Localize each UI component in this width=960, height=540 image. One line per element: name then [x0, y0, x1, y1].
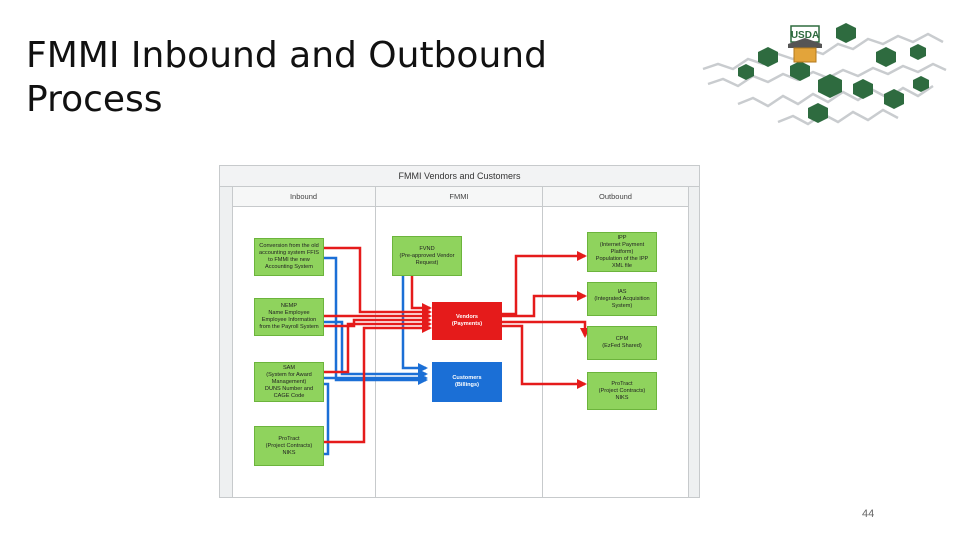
- blue-arrow: [324, 320, 428, 379]
- slide-title: FMMI Inbound and Outbound Process: [26, 35, 547, 120]
- inbound-box-ffis-conversion: Conversion from the old accounting syste…: [254, 238, 324, 276]
- inbound-box-nemp: NEMP Name Employee Employee Information …: [254, 298, 324, 336]
- inbound-box-sam: SAM (System for Award Management) DUNS N…: [254, 362, 324, 402]
- outbound-box-cpm: CPM (EzFed Shared): [587, 326, 657, 360]
- red-arrow: [502, 291, 587, 318]
- red-arrow: [502, 251, 587, 316]
- fmmi-diagram: FMMI Vendors and Customers Inbound FMMI …: [219, 165, 700, 498]
- lane-header-inbound: Inbound: [232, 187, 375, 207]
- diagram-title: FMMI Vendors and Customers: [220, 166, 699, 187]
- outbound-box-protract: ProTract (Project Contracts) NIKS: [587, 372, 657, 410]
- red-arrow: [324, 246, 432, 317]
- fmmi-box-vendors: Vendors (Payments): [432, 302, 502, 340]
- lane-divider: [688, 187, 689, 497]
- blue-arrow: [324, 256, 428, 385]
- usda-honeycomb-logo: USDA: [702, 23, 947, 126]
- lane-divider: [232, 187, 233, 497]
- red-arrow: [502, 324, 587, 389]
- flow-arrows: [324, 246, 590, 456]
- lane-header-fmmi: FMMI: [376, 187, 542, 207]
- inbound-box-protract: ProTract (Project Contracts) NIKS: [254, 426, 324, 466]
- lane-divider: [375, 187, 376, 497]
- lane-header-outbound: Outbound: [543, 187, 688, 207]
- outbound-box-ias: IAS (Integrated Acquisition System): [587, 282, 657, 316]
- outbound-box-ipp: IPP (Internet Payment Platform) Populati…: [587, 232, 657, 272]
- red-arrow: [324, 319, 432, 374]
- red-arrow: [410, 276, 432, 313]
- red-arrow: [502, 320, 590, 338]
- page-number: 44: [862, 508, 875, 520]
- fmmi-box-customers: Customers (Billings): [432, 362, 502, 402]
- blue-arrow: [401, 276, 428, 373]
- blue-arrow: [324, 382, 330, 456]
- fmmi-box-fvnd: FVND (Pre-approved Vendor Request): [392, 236, 462, 276]
- usda-logo-text: USDA: [791, 30, 819, 41]
- lane-divider: [542, 187, 543, 497]
- red-arrow: [324, 323, 432, 444]
